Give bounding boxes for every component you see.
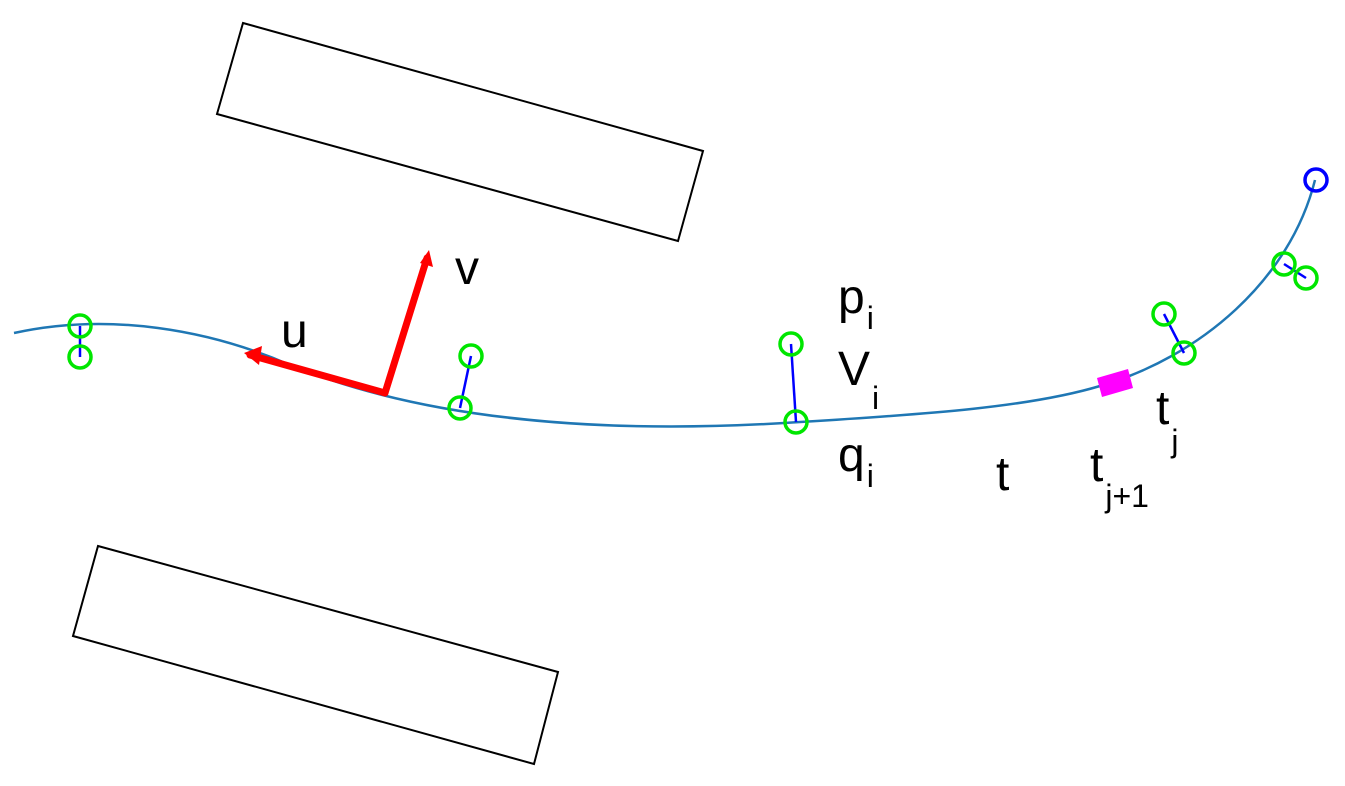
green-circle-marker bbox=[67, 313, 93, 339]
v-arrowhead bbox=[420, 250, 433, 267]
green-circle-marker bbox=[67, 344, 93, 370]
obstacle-top bbox=[215, 21, 705, 243]
green-circle-marker bbox=[1293, 265, 1319, 291]
sample-pair-2 bbox=[447, 343, 484, 421]
t-label: t bbox=[996, 448, 1009, 501]
pair-link bbox=[458, 355, 473, 409]
reference-frame bbox=[244, 250, 433, 397]
u-arrowhead bbox=[244, 346, 262, 365]
v-i-label: Vi bbox=[838, 343, 879, 416]
green-circle-marker bbox=[778, 331, 804, 357]
u-label: u bbox=[281, 305, 308, 358]
pair-link bbox=[1162, 313, 1186, 354]
q-i-label: qi bbox=[838, 429, 874, 494]
sample-pair-3 bbox=[778, 331, 809, 435]
green-circle-marker bbox=[447, 395, 473, 421]
sample-pair-1 bbox=[67, 313, 93, 370]
blue-circle-marker bbox=[1303, 167, 1329, 193]
u-axis-arrow bbox=[246, 351, 389, 397]
t-j-plus-1-label: tj+1 bbox=[1090, 439, 1149, 514]
sample-pair-4 bbox=[1151, 301, 1197, 366]
green-circle-marker bbox=[1151, 301, 1177, 327]
v-label: v bbox=[455, 242, 479, 295]
pair-link bbox=[789, 343, 798, 423]
obstacle-bottom bbox=[71, 544, 560, 766]
sample-pair-5 bbox=[1271, 251, 1319, 291]
green-circle-marker bbox=[1171, 340, 1197, 366]
magenta-rectangle-marker bbox=[1097, 369, 1133, 397]
trajectory-curve bbox=[13, 179, 1317, 428]
green-circle-marker bbox=[1271, 251, 1297, 277]
green-circle-marker bbox=[458, 343, 484, 369]
v-axis-arrow bbox=[381, 254, 431, 397]
green-circle-marker bbox=[783, 409, 809, 435]
p-i-label: pi bbox=[838, 271, 874, 336]
t-j-label: tj bbox=[1156, 382, 1178, 459]
pair-link bbox=[1283, 262, 1307, 280]
